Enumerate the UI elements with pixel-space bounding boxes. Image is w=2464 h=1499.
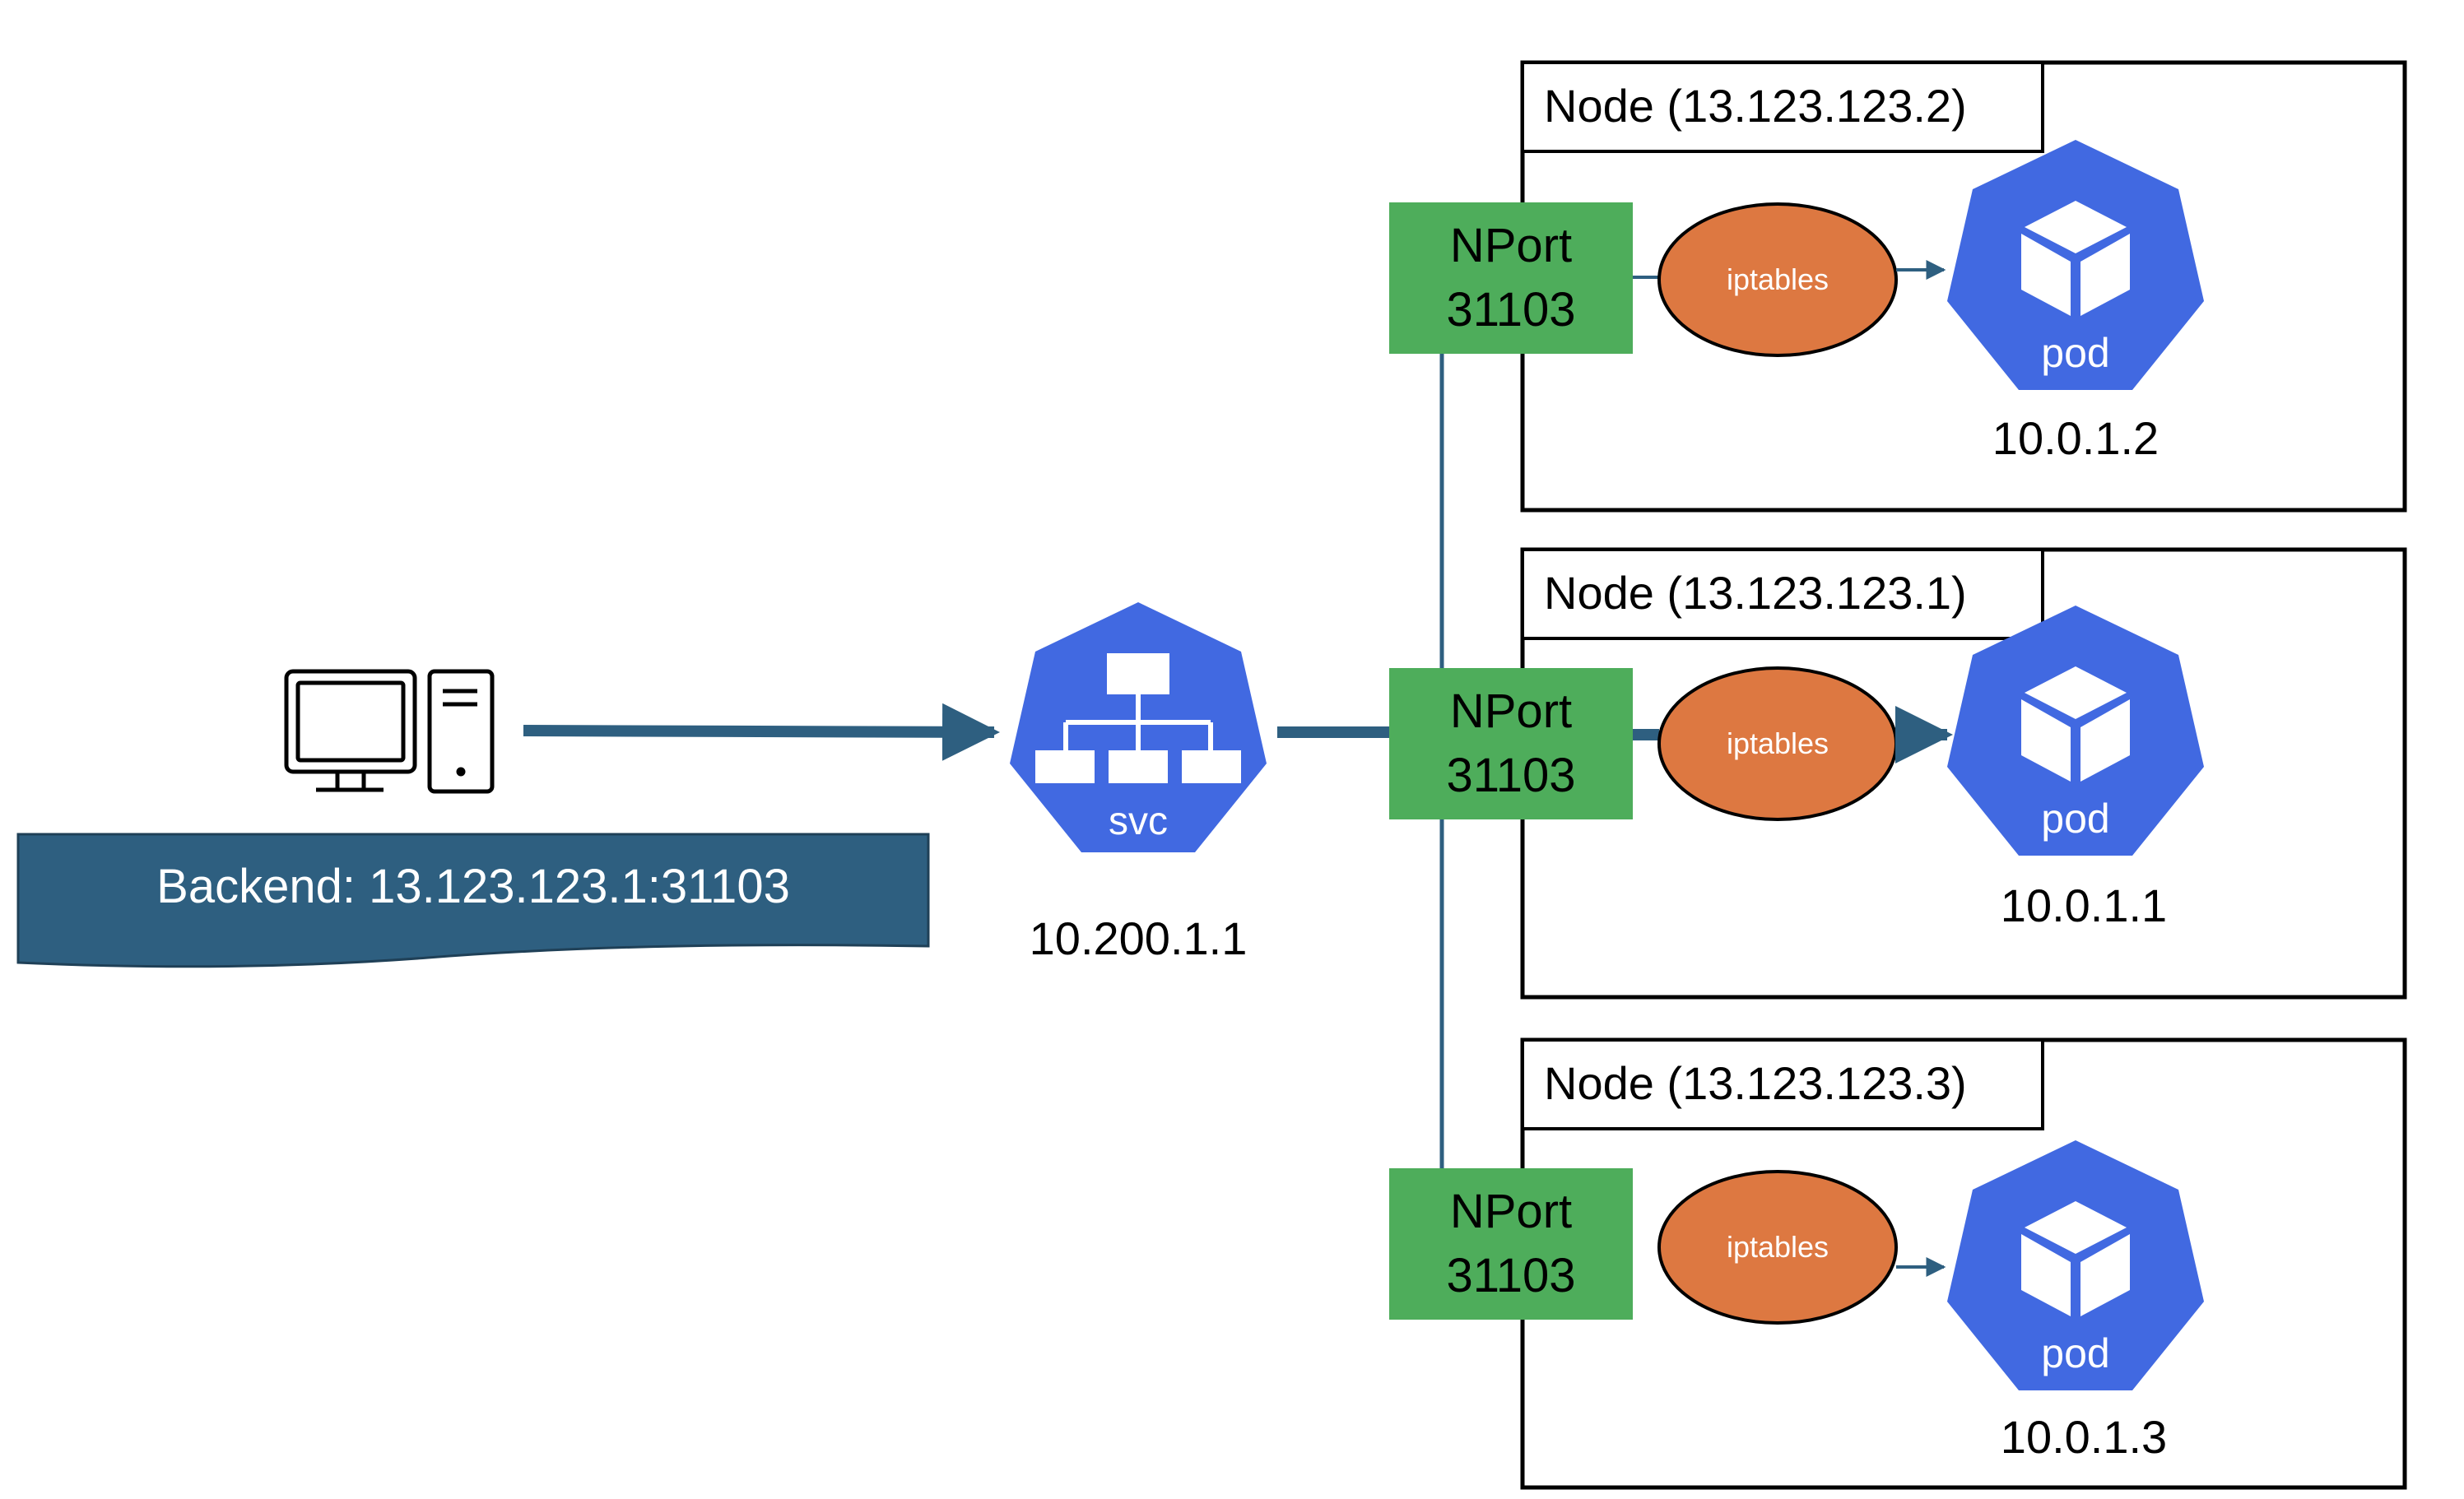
backend-banner: Backend: 13.123.123.1:31103 bbox=[16, 833, 930, 968]
pod-cube-icon: pod bbox=[1947, 140, 2204, 390]
iptables-label: iptables bbox=[1727, 1230, 1829, 1264]
svc-network-icon: svc bbox=[1010, 602, 1267, 852]
pod-ip: 10.0.1.2 bbox=[1992, 412, 2159, 464]
nport-label: NPort bbox=[1450, 219, 1572, 272]
pod-icon-label: pod bbox=[2041, 330, 2109, 376]
pod-cube-icon: pod bbox=[1947, 606, 2204, 856]
backend-label: Backend: 13.123.123.1:31103 bbox=[156, 860, 790, 913]
nport-port: 31103 bbox=[1447, 749, 1576, 802]
computer-tower-icon bbox=[284, 669, 495, 794]
iptables-ellipse: iptables bbox=[1657, 1170, 1898, 1325]
nport-label: NPort bbox=[1450, 685, 1572, 738]
pod-icon-label: pod bbox=[2041, 1330, 2109, 1376]
nport-box: NPort 31103 bbox=[1389, 1168, 1633, 1320]
pod-ip: 10.0.1.1 bbox=[2001, 879, 2167, 931]
nport-box: NPort 31103 bbox=[1389, 668, 1633, 819]
svc-icon-label: svc bbox=[1109, 800, 1168, 843]
iptables-ellipse: iptables bbox=[1657, 202, 1898, 357]
iptables-label: iptables bbox=[1727, 262, 1829, 296]
nport-port: 31103 bbox=[1447, 283, 1576, 336]
node-title: Node (13.123.123.3) bbox=[1544, 1057, 1967, 1109]
nport-port: 31103 bbox=[1447, 1249, 1576, 1302]
pod-icon-label: pod bbox=[2041, 796, 2109, 842]
iptables-ellipse: iptables bbox=[1657, 666, 1898, 821]
nport-box: NPort 31103 bbox=[1389, 202, 1633, 354]
client-to-svc-arrow bbox=[523, 703, 1000, 761]
pod-ip: 10.0.1.3 bbox=[2001, 1411, 2167, 1463]
nport-label: NPort bbox=[1450, 1185, 1572, 1238]
node-title: Node (13.123.123.2) bbox=[1544, 80, 1967, 132]
pod-cube-icon: pod bbox=[1947, 1140, 2204, 1390]
svc-ip: 10.200.1.1 bbox=[1030, 912, 1248, 964]
iptables-label: iptables bbox=[1727, 726, 1829, 760]
node-title: Node (13.123.123.1) bbox=[1544, 567, 1967, 619]
